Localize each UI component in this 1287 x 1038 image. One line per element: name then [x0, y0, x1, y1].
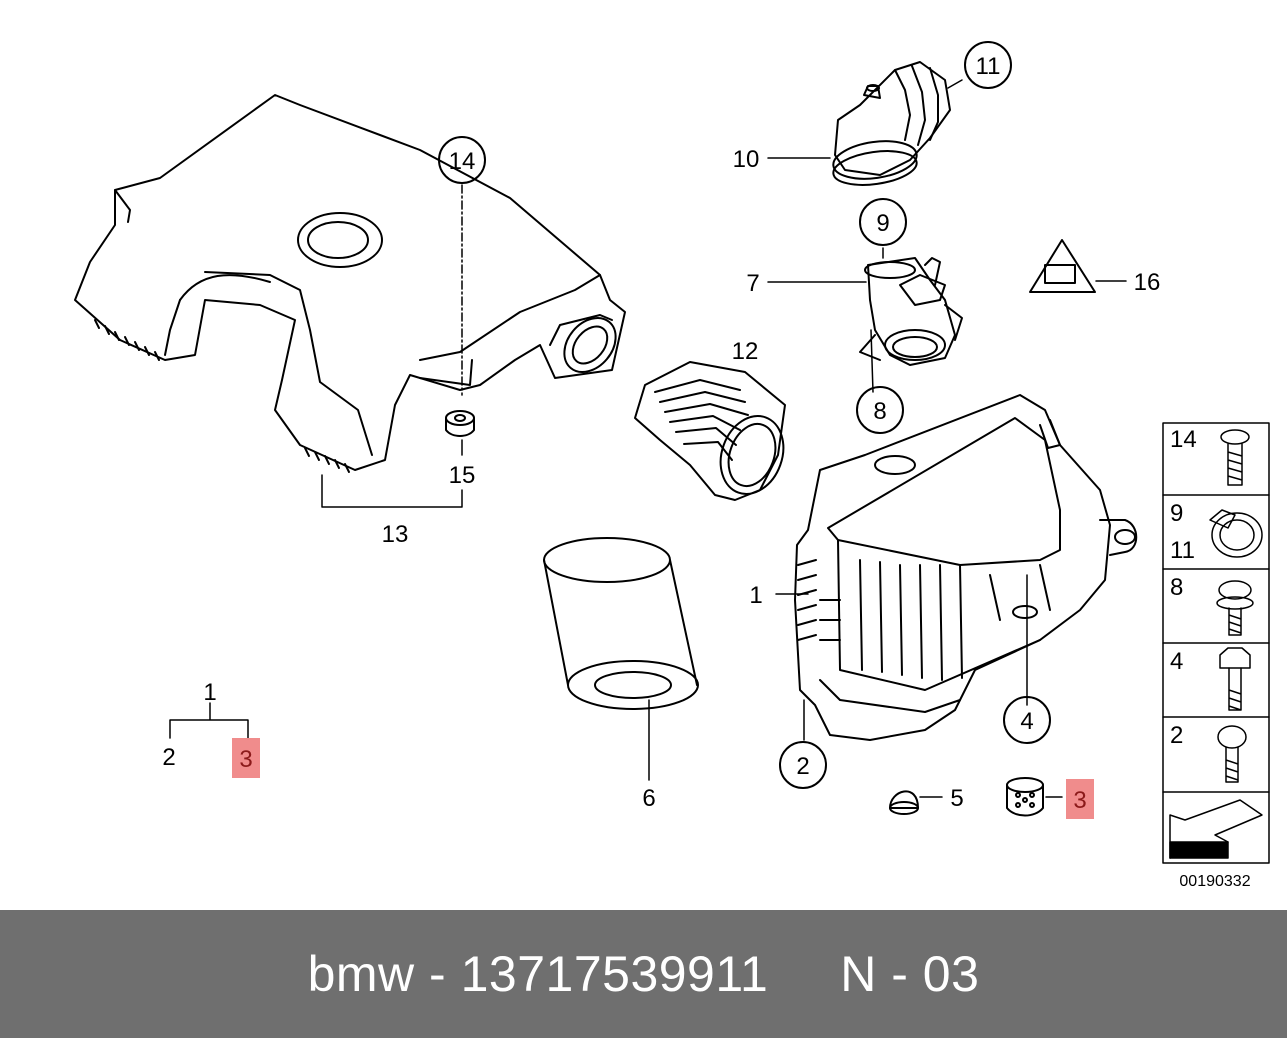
legend-table	[1162, 422, 1270, 864]
direction-arrow-icon	[1169, 799, 1263, 859]
circle-11	[964, 41, 1012, 89]
label-12: 12	[732, 338, 759, 365]
hose-clamp-icon	[1209, 509, 1263, 558]
warning-sticker-drawing	[1029, 239, 1096, 293]
label-2: 2	[796, 753, 809, 780]
legend-num-8: 8	[1170, 574, 1183, 601]
footer-text: bmw - 13717539911 N - 03	[307, 946, 980, 1002]
leader-lines	[169, 79, 1127, 798]
air-filter-drawing	[543, 537, 699, 710]
tree-label-1: 1	[203, 679, 216, 706]
label-16: 16	[1134, 269, 1161, 296]
legend-num-14: 14	[1170, 426, 1197, 453]
circle-8	[856, 386, 904, 434]
label-1: 1	[749, 582, 762, 609]
intake-duct-drawing	[634, 361, 786, 501]
callout-circles	[438, 41, 1051, 789]
highlight-label-3: 3	[1073, 787, 1086, 814]
highlight-box-part	[1066, 779, 1094, 819]
label-13: 13	[382, 521, 409, 548]
highlight-box-tree	[232, 738, 260, 778]
tree-label-3: 3	[239, 746, 252, 773]
screw-washer-icon	[1216, 580, 1254, 636]
screw-icon	[1220, 429, 1250, 486]
parts-diagram: 14 11 10 9 7 16 12 8 15 13 1 4 2 6 5 1 2…	[74, 41, 1270, 890]
label-4: 4	[1020, 708, 1033, 735]
intake-cover-drawing	[74, 94, 626, 473]
reference-code: 00190332	[1179, 873, 1250, 890]
tree-label-2: 2	[162, 744, 175, 771]
circle-9	[859, 198, 907, 246]
label-7: 7	[746, 270, 759, 297]
circle-14	[438, 136, 486, 184]
intake-boot-drawing	[832, 61, 951, 186]
damper-drawing	[1006, 777, 1044, 817]
cap-drawing	[889, 790, 919, 815]
hex-bolt-icon	[1219, 647, 1251, 711]
label-9: 9	[876, 210, 889, 237]
legend-num-9: 9	[1170, 500, 1183, 527]
label-8: 8	[873, 398, 886, 425]
label-14: 14	[449, 148, 476, 175]
torx-screw-icon	[1217, 725, 1247, 783]
footer-bar: bmw - 13717539911 N - 03	[0, 910, 1287, 1038]
legend-num-2: 2	[1170, 722, 1183, 749]
grommet-drawing	[445, 410, 475, 437]
legend-num-11: 11	[1170, 537, 1195, 564]
legend-num-4: 4	[1170, 648, 1183, 675]
circle-2	[779, 741, 827, 789]
air-mass-meter-drawing	[859, 257, 963, 366]
filter-housing-drawing	[794, 394, 1138, 741]
label-5: 5	[950, 785, 963, 812]
label-11: 11	[976, 53, 1001, 80]
circle-4	[1003, 696, 1051, 744]
label-15: 15	[449, 462, 476, 489]
label-10: 10	[733, 146, 760, 173]
label-6: 6	[642, 785, 655, 812]
